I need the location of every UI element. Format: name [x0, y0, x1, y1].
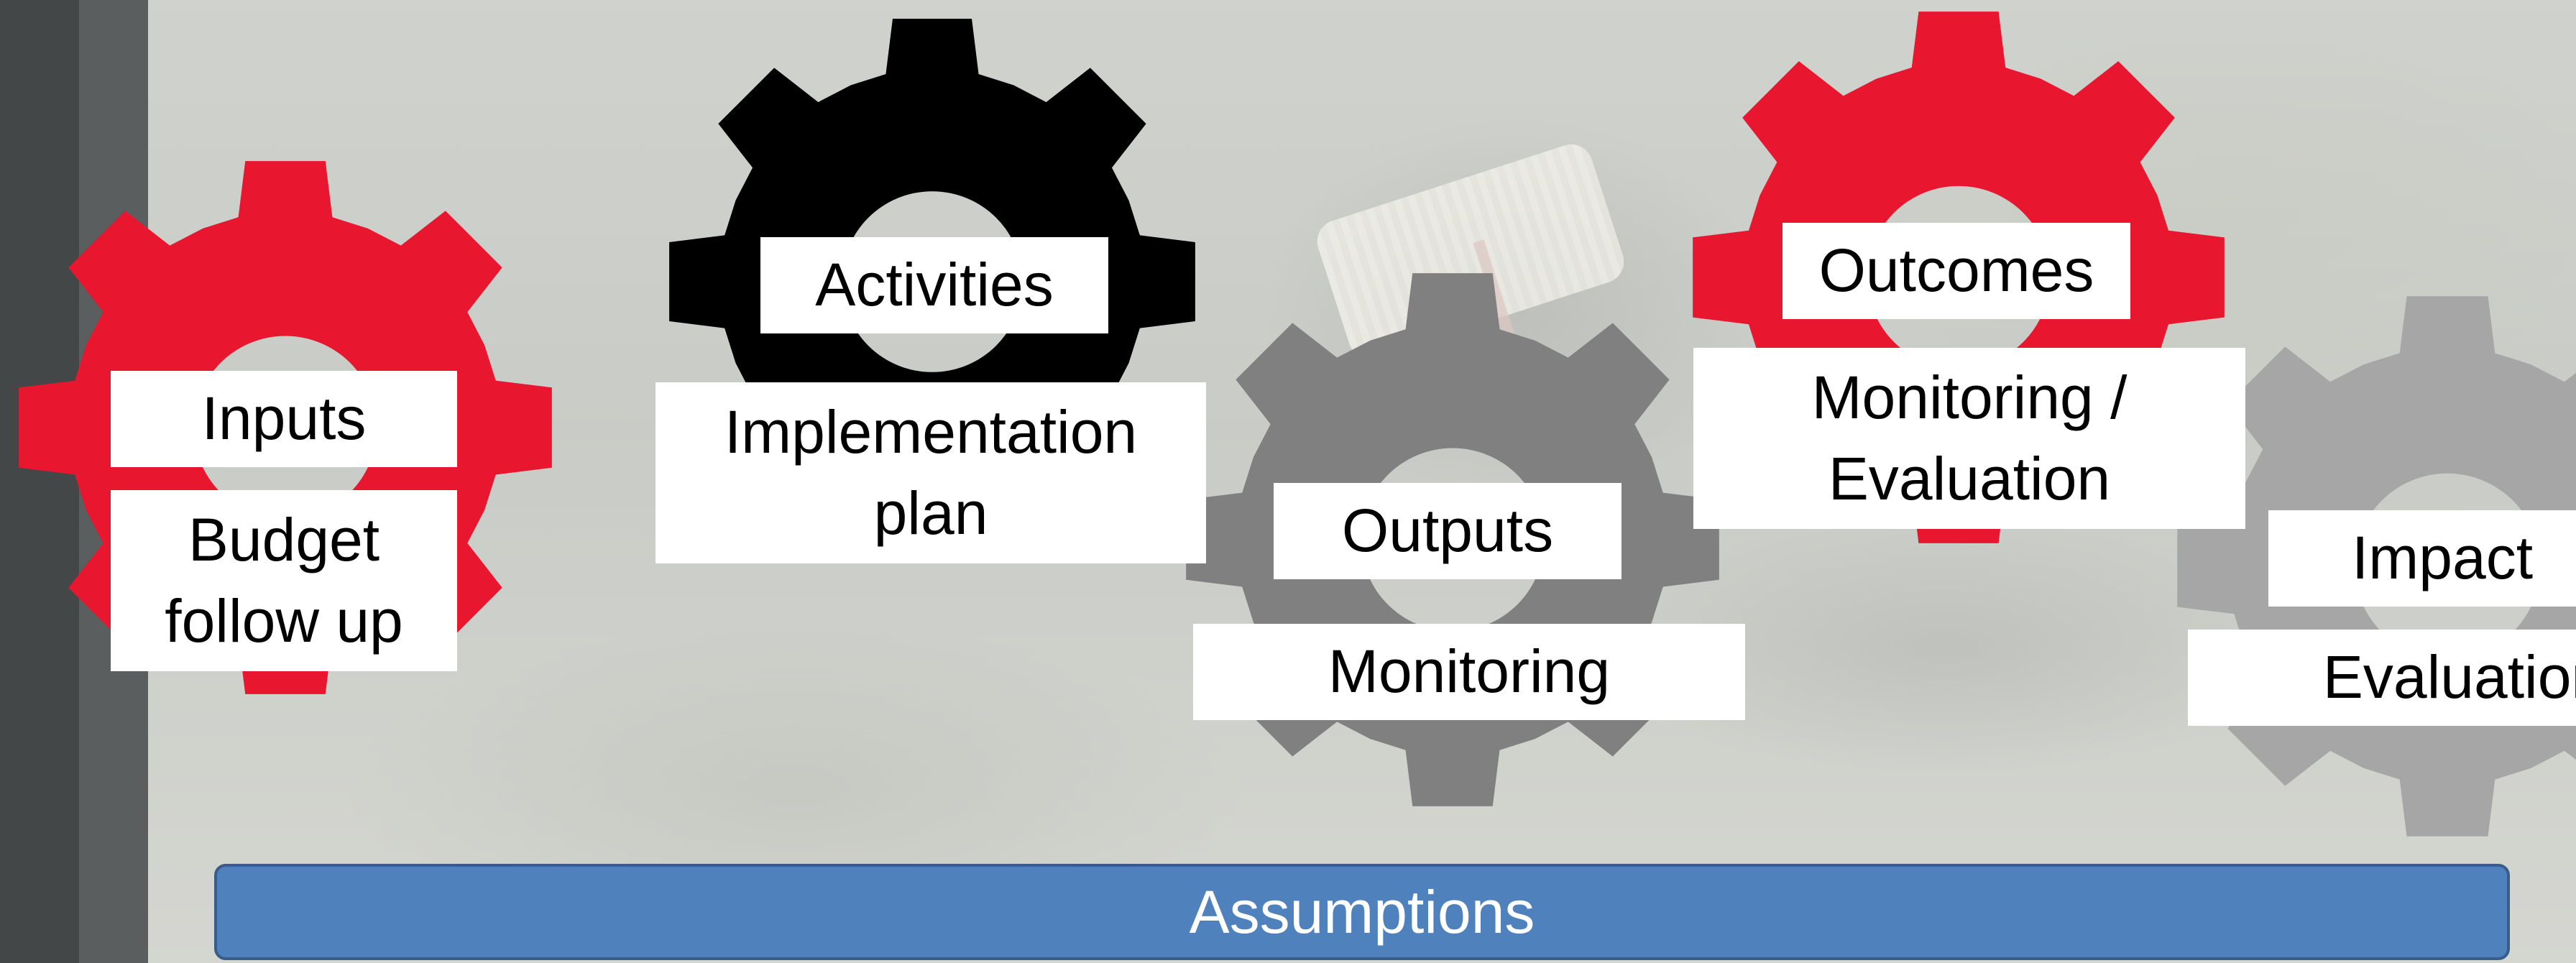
assumptions-label: Assumptions — [1189, 877, 1535, 946]
activities-title: Activities — [760, 237, 1108, 333]
outcomes-title: Outcomes — [1782, 223, 2130, 319]
inputs-subtitle: Budget follow up — [111, 490, 457, 671]
activities-subtitle: Implementation plan — [656, 382, 1206, 563]
outputs-title: Outputs — [1274, 483, 1622, 579]
outcomes-subtitle: Monitoring / Evaluation — [1693, 348, 2245, 529]
outputs-subtitle: Monitoring — [1193, 624, 1745, 720]
inputs-title: Inputs — [111, 371, 457, 467]
assumptions-bar: Assumptions — [214, 864, 2510, 960]
impact-subtitle: Evaluation — [2188, 630, 2576, 726]
impact-title: Impact — [2268, 510, 2576, 607]
